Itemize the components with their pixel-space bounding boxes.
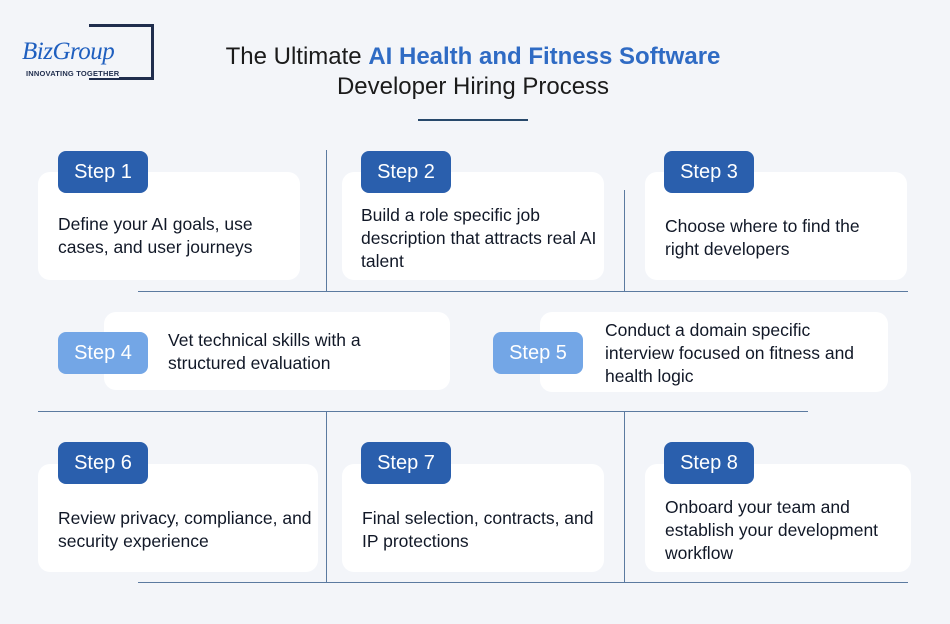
title-line2: Developer Hiring Process <box>336 73 610 100</box>
step-badge-8: Step 8 <box>664 442 754 484</box>
page-title: The Ultimate AI Health and Fitness Softw… <box>150 42 796 102</box>
title-prefix: The Ultimate <box>225 43 369 70</box>
step-text-8: Onboard your team and establish your dev… <box>665 497 879 563</box>
step-text-2: Build a role specific job description th… <box>361 205 597 271</box>
title-highlight: AI Health and Fitness Software <box>368 43 721 70</box>
logo-tagline: INNOVATING TOGETHER <box>26 69 120 78</box>
connector-v-6-7 <box>326 411 327 583</box>
connector-h-row2 <box>38 411 808 412</box>
step-badge-1: Step 1 <box>58 151 148 193</box>
connector-v-1-2 <box>326 150 327 292</box>
step-text-4: Vet technical skills with a structured e… <box>168 330 361 373</box>
step-text-1: Define your AI goals, use cases, and use… <box>58 214 253 257</box>
connector-v-2-3 <box>624 190 625 292</box>
step-badge-4: Step 4 <box>58 332 148 374</box>
step-badge-6: Step 6 <box>58 442 148 484</box>
connector-v-7-8 <box>624 411 625 583</box>
logo-frame <box>89 24 154 80</box>
bizgroup-logo: BizGroup INNOVATING TOGETHER <box>22 24 157 84</box>
logo-name: BizGroup <box>22 38 117 66</box>
step-text-5: Conduct a domain specific interview focu… <box>605 320 855 386</box>
step-card-4 <box>104 312 450 390</box>
title-underline <box>418 119 528 121</box>
step-badge-5: Step 5 <box>493 332 583 374</box>
step-text-6: Review privacy, compliance, and security… <box>58 508 312 551</box>
step-badge-3: Step 3 <box>664 151 754 193</box>
step-text-7: Final selection, contracts, and IP prote… <box>362 508 594 551</box>
connector-h-row3 <box>138 582 908 583</box>
step-badge-7: Step 7 <box>361 442 451 484</box>
step-badge-2: Step 2 <box>361 151 451 193</box>
connector-h-row1 <box>138 291 908 292</box>
step-text-3: Choose where to find the right developer… <box>665 216 860 259</box>
step-card-5 <box>540 312 888 392</box>
